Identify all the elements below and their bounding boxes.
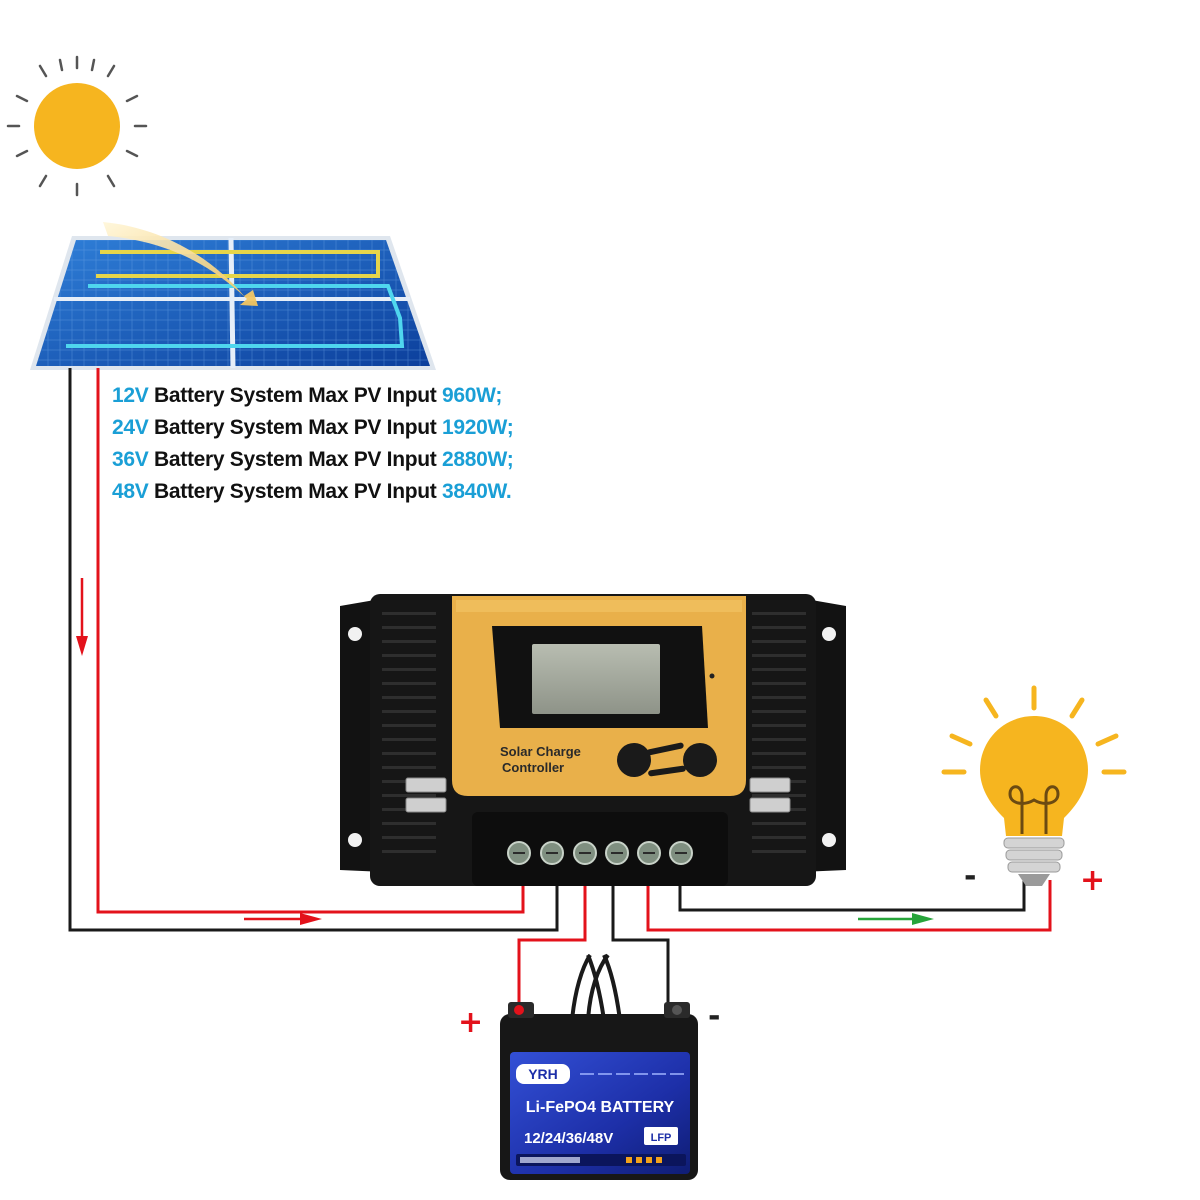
- load-minus-label: -: [964, 859, 977, 894]
- solar-panel-icon: [30, 222, 436, 370]
- battery-brand: YRH: [528, 1066, 558, 1082]
- load-plus-label: +: [1080, 863, 1106, 898]
- battery-wires: [517, 880, 670, 1021]
- controller-label-line1: Solar Charge: [500, 744, 581, 759]
- battery-icon: YRH Li-FePO4 BATTERY 12/24/36/48V LFP: [500, 1002, 698, 1180]
- spec-line-24v: 24V Battery System Max PV Input 1920W;: [112, 416, 514, 439]
- sun-icon: [6, 55, 148, 197]
- controller-label-line2: Controller: [502, 760, 564, 775]
- charge-controller-icon: Solar Charge Controller: [340, 594, 846, 886]
- spec-line-48v: 48V Battery System Max PV Input 3840W.: [112, 480, 512, 503]
- battery-badge: LFP: [651, 1132, 672, 1144]
- spec-line-12v: 12V Battery System Max PV Input 960W;: [112, 384, 503, 407]
- spec-line-36v: 36V Battery System Max PV Input 2880W;: [112, 448, 514, 471]
- controller-button-cluster: [617, 742, 717, 777]
- battery-model: Li-FePO4 BATTERY: [526, 1099, 675, 1116]
- battery-plus-label: +: [458, 1005, 484, 1040]
- flow-arrow-icon: [76, 578, 934, 925]
- terminal-screws: [507, 841, 693, 865]
- battery-voltages: 12/24/36/48V: [524, 1130, 613, 1147]
- load-wires: [646, 880, 1052, 932]
- pv-input-spec-list: 12V Battery System Max PV Input 960W; 24…: [112, 382, 514, 510]
- light-bulb-icon: [941, 685, 1127, 886]
- pv-wires: [68, 368, 559, 932]
- battery-minus-label: -: [708, 999, 721, 1034]
